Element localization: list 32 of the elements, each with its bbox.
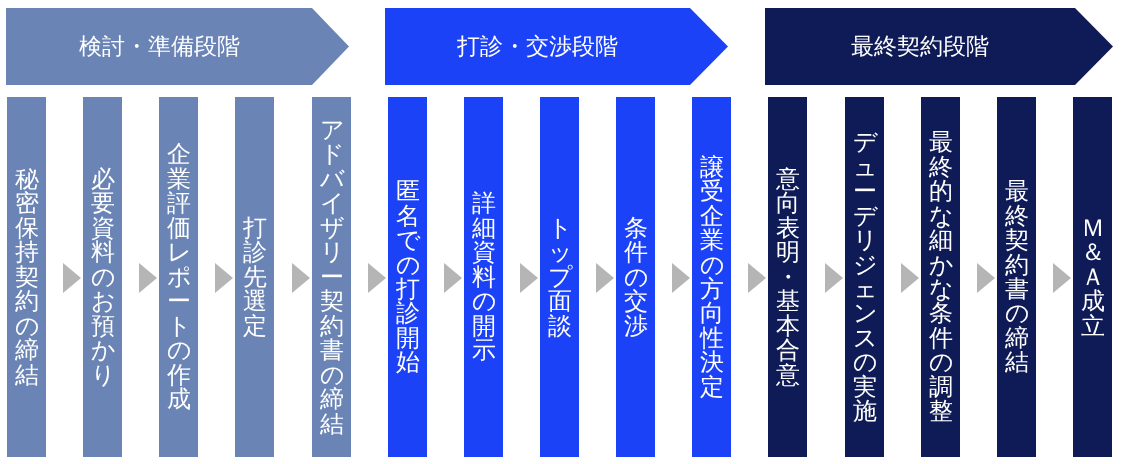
arrow bbox=[825, 263, 843, 293]
arrow bbox=[977, 263, 995, 293]
step-box: 最終的な細かな条件の調整 bbox=[921, 97, 960, 457]
step-box: 企業評価レポートの作成 bbox=[159, 97, 198, 457]
arrow bbox=[748, 263, 766, 293]
step-box: 詳細資料の開示 bbox=[464, 97, 503, 457]
arrow bbox=[520, 263, 538, 293]
arrow bbox=[292, 263, 310, 293]
step-box: トップ面談 bbox=[540, 97, 579, 457]
arrow bbox=[139, 263, 157, 293]
arrow bbox=[1053, 263, 1071, 293]
arrow bbox=[672, 263, 690, 293]
step-box: アドバイザリー契約書の締結 bbox=[312, 97, 351, 457]
arrow bbox=[901, 263, 919, 293]
step-box: 意向表明・基本合意 bbox=[768, 97, 807, 457]
step-box: 秘密保持契約の締結 bbox=[7, 97, 46, 457]
arrow bbox=[444, 263, 462, 293]
step-box: 打診先選定 bbox=[235, 97, 274, 457]
step-box: デューデリジェンスの実施 bbox=[845, 97, 884, 457]
phase-arrow: 打診・交渉段階 bbox=[385, 8, 728, 85]
step-box: 譲受企業の方向性決定 bbox=[692, 97, 731, 457]
step-box: 匿名での打診開始 bbox=[388, 97, 427, 457]
arrow bbox=[596, 263, 614, 293]
arrow bbox=[63, 263, 81, 293]
arrow bbox=[215, 263, 233, 293]
arrow bbox=[368, 263, 386, 293]
phase-arrow: 最終契約段階 bbox=[765, 8, 1113, 85]
phase-arrow: 検討・準備段階 bbox=[6, 8, 349, 85]
step-box: 必要資料のお預かり bbox=[83, 97, 122, 457]
step-box: 最終契約書の締結 bbox=[997, 97, 1036, 457]
step-box: Ｍ＆Ａ成立 bbox=[1073, 97, 1112, 457]
step-box: 条件の交渉 bbox=[616, 97, 655, 457]
